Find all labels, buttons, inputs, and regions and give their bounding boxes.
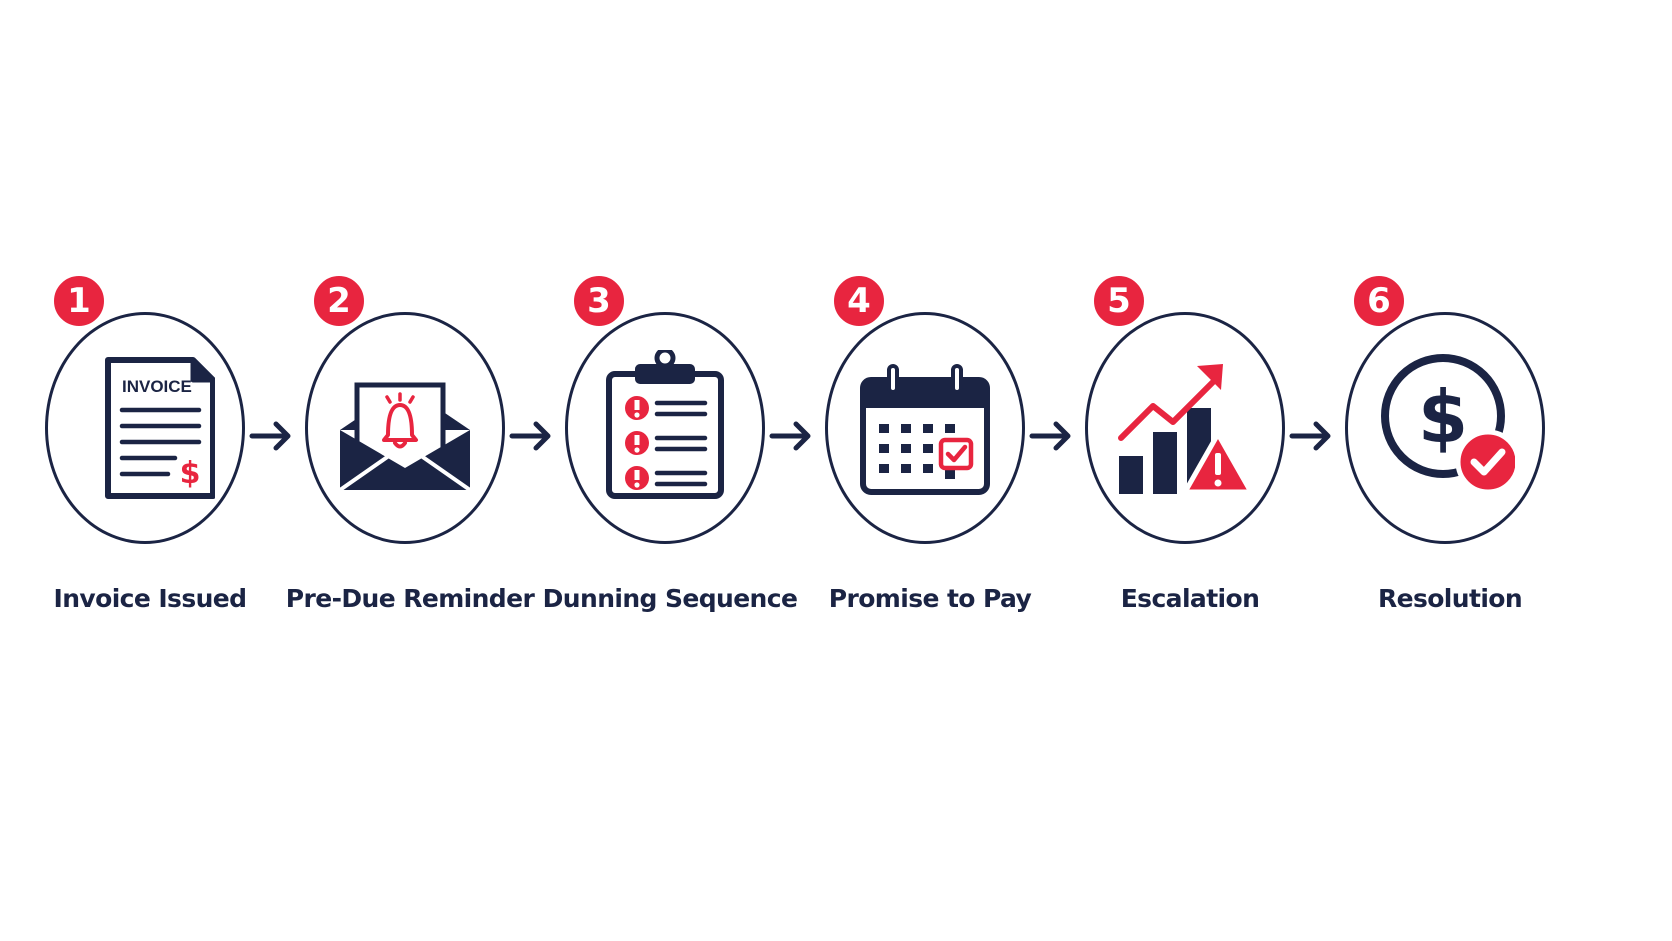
step-label: Pre-Due Reminder [285,584,535,613]
arrow-right-icon [506,418,558,454]
step-number-badge: 1 [50,272,108,330]
step-label: Dunning Sequence [542,584,798,613]
step-number-badge: 4 [830,272,888,330]
arrow-right-icon [1026,418,1078,454]
step-escalation: 5 Escalation [1060,272,1320,632]
step-label: Promise to Pay [828,584,1032,613]
clipboard-alert-checklist-icon [595,350,735,500]
step-number-badge: 5 [1090,272,1148,330]
invoice-title-text: INVOICE [122,377,192,396]
step-number-badge: 2 [310,272,368,330]
step-label: Resolution [1377,584,1523,613]
svg-text:$: $ [1418,375,1468,459]
step-label: Invoice Issued [53,584,248,613]
step-invoice-issued: INVOICE $ 1 Invoice Issued [20,272,280,632]
arrow-right-icon [246,418,298,454]
chart-warning-icon [1115,350,1255,500]
calendar-check-icon [855,350,995,500]
step-circle [1085,312,1285,544]
step-label: Escalation [1120,584,1260,613]
arrow-right-icon [766,418,818,454]
step-resolution: $ 6 Resolution [1320,272,1580,632]
arrow-right-icon [1286,418,1338,454]
dollar-check-coin-icon: $ [1375,350,1515,500]
step-number-badge: 6 [1350,272,1408,330]
step-pre-due-reminder: 2 Pre-Due Reminder [280,272,540,632]
svg-text:$: $ [180,456,201,491]
step-dunning-sequence: 3 Dunning Sequence [540,272,800,632]
invoice-document-icon: INVOICE $ [75,350,215,500]
step-number-badge: 3 [570,272,628,330]
step-promise-to-pay: 4 Promise to Pay [800,272,1060,632]
envelope-bell-icon [335,350,475,500]
